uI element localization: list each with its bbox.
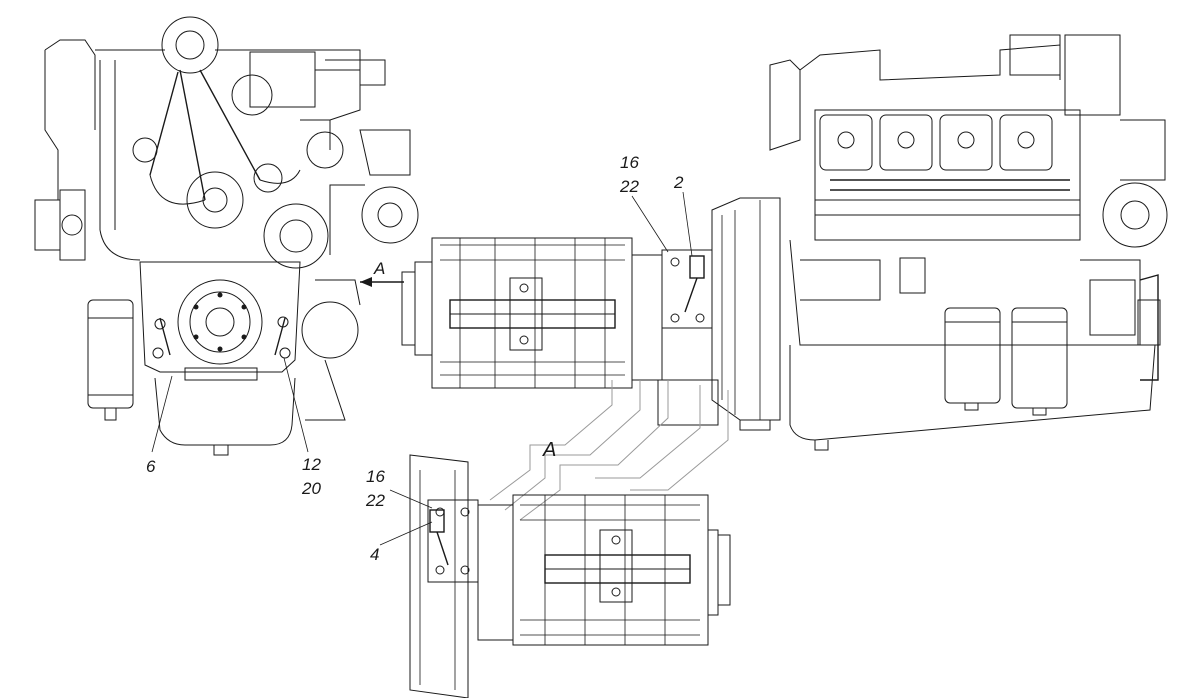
- callout-16-bottom: 16: [366, 467, 385, 486]
- callout-4: 4: [370, 545, 379, 564]
- callout-2: 2: [673, 173, 684, 192]
- view-a-label: A: [542, 439, 556, 461]
- gearbox-side-view: [401, 191, 781, 431]
- callout-labels: 6 12 20 16 22 2 16 22 4 A A: [146, 153, 684, 564]
- callout-22-top: 22: [619, 177, 639, 196]
- engine-front-view: [34, 16, 419, 456]
- view-direction-arrows: [489, 380, 729, 521]
- callout-16-top: 16: [620, 153, 639, 172]
- engine-side-view: [769, 34, 1168, 451]
- callout-20: 20: [301, 479, 321, 498]
- view-arrow-label: A: [373, 259, 385, 278]
- gearbox-view-a: [379, 454, 731, 698]
- callout-12: 12: [302, 455, 321, 474]
- callout-22-bottom: 22: [365, 491, 385, 510]
- callout-6: 6: [146, 457, 156, 476]
